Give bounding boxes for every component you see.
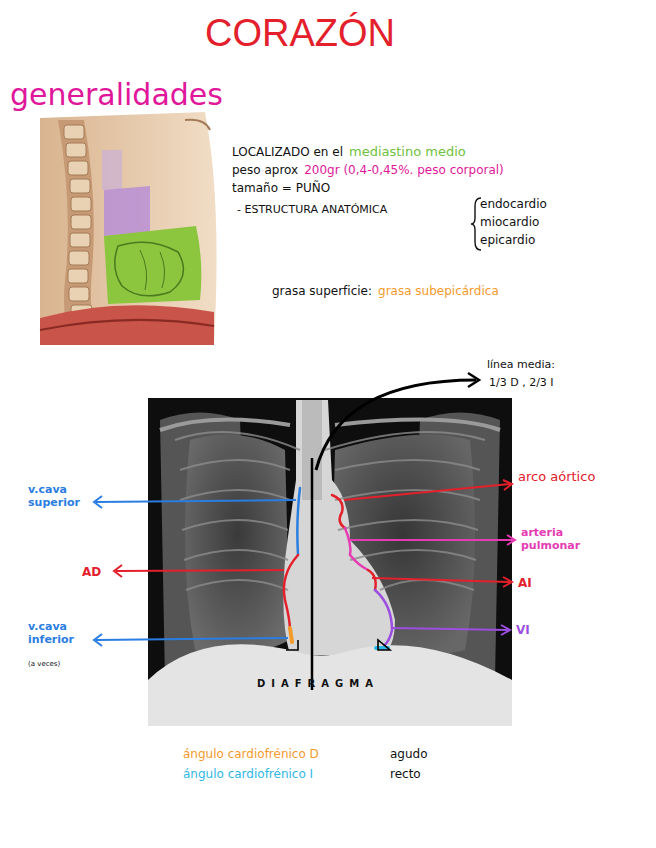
note-text: agudo (390, 748, 428, 762)
text-line: agudo (390, 744, 434, 762)
text-line: generalidades (10, 78, 229, 113)
part-label: v.cava superior (28, 484, 90, 509)
note-text: miocardio (480, 216, 539, 230)
leader-lines (94, 480, 515, 646)
text-line: miocardio (480, 212, 545, 230)
note-text: endocardio (480, 198, 547, 212)
part-label: AI (518, 577, 532, 591)
title-block: CORAZÓN (0, 12, 600, 56)
part-label: v.cava inferior (28, 621, 90, 646)
text-line: recto (390, 764, 427, 782)
text-line: arco aórtico (518, 470, 598, 485)
part-label: arteria pulmonar (521, 527, 599, 552)
text-line: endocardio (480, 194, 553, 212)
text-line: v.cava inferior (28, 621, 90, 646)
note-text: 200gr (0,4-0,45%. peso corporal) (304, 164, 504, 178)
chest-xray (148, 398, 512, 726)
text-line: DIAFRAGMA (257, 673, 385, 691)
note-text: grasa superficie: (272, 285, 372, 299)
note-text: línea media: (487, 359, 555, 372)
text-line: AI (518, 573, 538, 591)
note-text: ángulo cardiofrénico D (183, 748, 319, 762)
part-label: AD (82, 566, 101, 580)
text-line: epicardio (480, 230, 541, 248)
text-line: AD (82, 562, 107, 580)
part-label: arco aórtico (518, 470, 598, 485)
note-text: mediastino medio (349, 145, 466, 160)
text-line: peso aprox 200gr (0,4-0,45%. peso corpora… (232, 160, 510, 178)
text-line: grasa superficie: grasa subepicárdica (272, 281, 505, 299)
note-text: tamaño = PUÑO (232, 182, 330, 196)
sagittal-figure (40, 112, 217, 345)
text-line: ángulo cardiofrénico I (183, 764, 319, 782)
text-line: v.cava superior (28, 484, 90, 509)
text-line: arteria pulmonar (521, 527, 599, 552)
note-text: peso aprox (232, 164, 298, 178)
part-label: DIAFRAGMA (257, 678, 379, 690)
text-line: tamaño = PUÑO (232, 178, 336, 196)
heart-contours (284, 488, 392, 648)
note-text: recto (390, 768, 421, 782)
note-text: grasa subepicárdica (378, 285, 499, 299)
text-line: LOCALIZADO en el mediastino medio (232, 142, 472, 160)
text-line: 1/3 D , 2/3 I (489, 372, 560, 390)
note-text: epicardio (480, 234, 535, 248)
note-text: 1/3 D , 2/3 I (489, 377, 554, 390)
text-line: línea media: (487, 354, 561, 372)
note: (a veces) (28, 660, 60, 668)
text-line: VI (516, 620, 536, 638)
midline (286, 373, 479, 690)
part-label: VI (516, 624, 530, 638)
note-text: - ESTRUCTURA ANATÓMICA (237, 204, 387, 217)
note-text: ángulo cardiofrénico I (183, 768, 313, 782)
note-text: LOCALIZADO en el (232, 146, 343, 160)
section-heading: generalidades (10, 78, 223, 113)
text-line: - ESTRUCTURA ANATÓMICA (237, 199, 393, 217)
text-line: (a veces) (28, 652, 66, 670)
page-title: CORAZÓN (205, 12, 395, 56)
text-line: ángulo cardiofrénico D (183, 744, 325, 762)
